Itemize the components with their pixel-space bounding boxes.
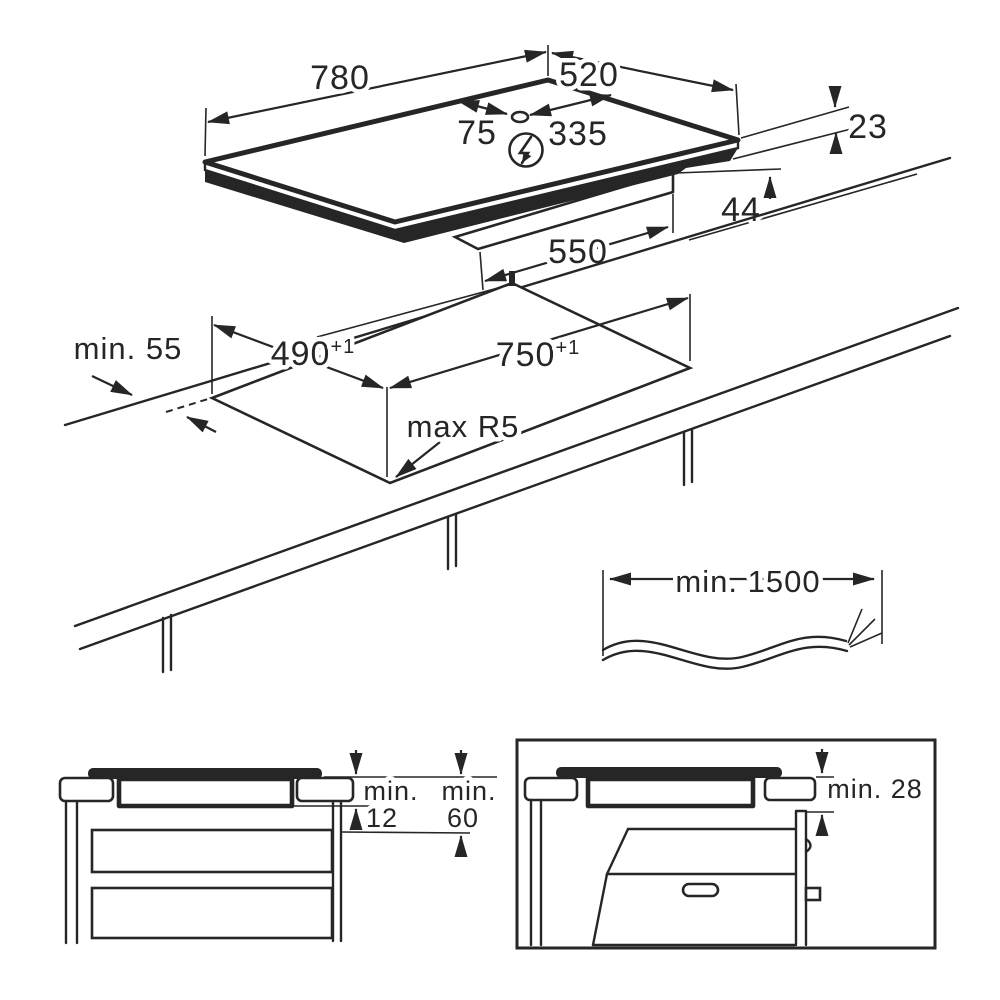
hob-recess-box [585, 776, 756, 809]
hob-glass-profile [88, 768, 322, 779]
power-icon [508, 132, 544, 168]
dim-cutout-depth: 490+1 [211, 316, 384, 394]
dim-power-right-label: 335 [548, 115, 608, 153]
dim-drawer-clearance-label: min. [363, 776, 418, 806]
dim-hob-depth-label: 520 [559, 56, 619, 94]
worktop-face-bottom [78, 334, 952, 651]
drawer-front-1 [90, 828, 334, 874]
oven-hinge-bump [804, 837, 812, 854]
dim-power-left-label: 75 [457, 114, 497, 152]
dim-edge-height: 23 [732, 86, 891, 160]
dim-shelf-clearance-value: 60 [447, 803, 479, 833]
oven-handle [681, 882, 720, 898]
dim-cutout-width: 750+1 [386, 294, 691, 477]
dim-body-height-label: 44 [721, 191, 761, 229]
counter-right [763, 776, 817, 802]
hob-frame-band [205, 148, 738, 243]
dim-edge-height-label: 23 [848, 108, 888, 146]
worktop-cutout [208, 281, 694, 485]
hob-glass-profile [556, 767, 782, 778]
cabinet-section-view: min. 12 min. 60 [58, 750, 500, 945]
counter-left [523, 776, 579, 802]
oven [591, 809, 822, 947]
dim-cutout-depth-label: 490+1 [271, 335, 356, 373]
worktop-cutout-view: min. 55 490+1 750+1 max R5 [63, 156, 960, 674]
dim-cutout-width-label: 750+1 [496, 336, 581, 374]
power-cable [601, 608, 883, 670]
cabinet-right-side [331, 799, 343, 943]
dim-oven-clearance-label: min. 28 [827, 774, 923, 804]
cabinet-left-side [529, 798, 543, 947]
cable-length-label: min. 1500 [675, 564, 820, 599]
dim-side-clearance-label: min. 55 [74, 331, 183, 366]
oven-side-knob [804, 886, 822, 902]
dim-shelf-clearance-label: min. [441, 776, 496, 806]
cabinet-left-side [64, 799, 79, 945]
dim-side-clearance: min. 55 [69, 327, 217, 433]
dim-body-width-label: 550 [548, 233, 608, 271]
dim-corner-radius-label: max R5 [407, 409, 520, 444]
worktop-legs [161, 428, 694, 674]
worktop-front-edge [73, 306, 960, 628]
dim-hob-depth: 520 [551, 50, 740, 136]
dim-shelf-clearance: min. 60 [437, 750, 500, 857]
dim-oven-clearance: min. 28 [807, 749, 926, 836]
dim-corner-radius: max R5 [395, 405, 523, 478]
oven-section-view: min. 28 [515, 738, 937, 950]
hob-perspective-view: 780 520 75 335 23 [202, 45, 918, 291]
dim-drawer-clearance-value: 12 [366, 803, 398, 833]
dim-drawer-clearance: min. 12 [349, 750, 422, 838]
counter-right [295, 776, 355, 803]
counter-left [58, 776, 115, 803]
dim-body-width: 550 [479, 194, 674, 291]
cable-gland [510, 110, 530, 124]
hidden-edge [165, 398, 209, 413]
dim-hob-width: 780 [204, 45, 549, 157]
drawer-front-2 [90, 886, 334, 940]
dim-hob-width-label: 780 [310, 59, 370, 97]
hob-recess-box [116, 776, 295, 809]
dim-power-position: 75 335 [453, 93, 612, 168]
cable-view: min. 1500 [601, 560, 883, 670]
